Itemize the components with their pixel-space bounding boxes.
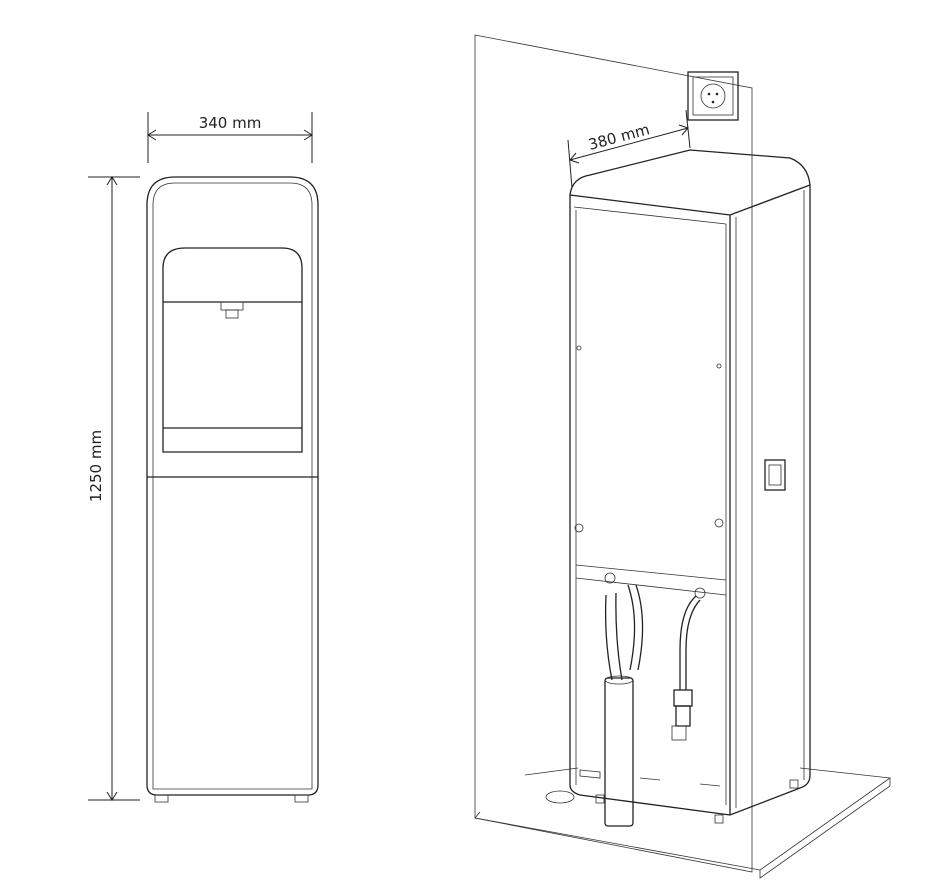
cabinet-rear [569, 149, 811, 824]
inlet-hose [671, 595, 701, 741]
depth-label: 380 mm [586, 120, 651, 154]
wall-panel [474, 34, 753, 873]
floor-plate [474, 767, 892, 879]
height-dimension: 1250 mm [87, 176, 140, 801]
width-dimension: 340 mm [147, 112, 313, 163]
width-label: 340 mm [199, 114, 262, 132]
height-label: 1250 mm [87, 430, 105, 502]
drain-pipe [604, 584, 644, 827]
power-socket [687, 71, 739, 121]
front-view-dispenser [146, 176, 319, 803]
